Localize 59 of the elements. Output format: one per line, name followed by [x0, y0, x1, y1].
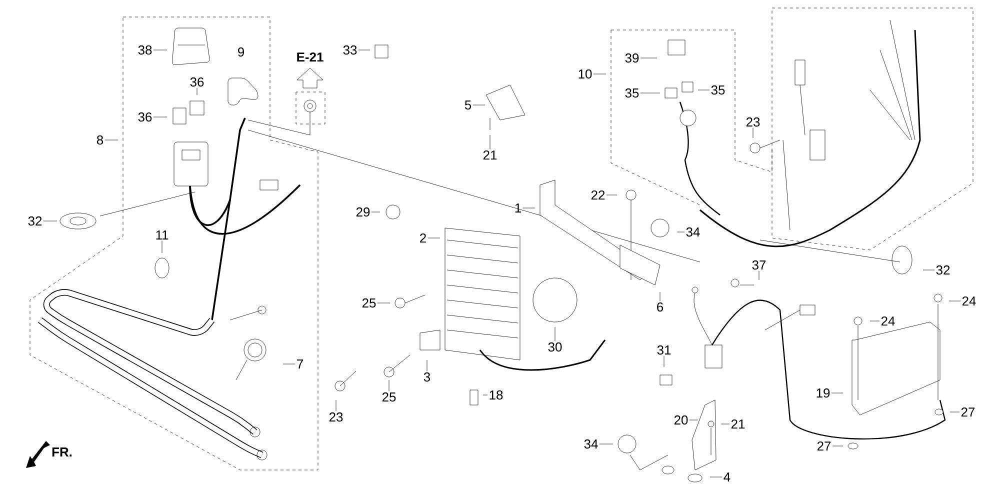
callout-number: 2 — [420, 233, 426, 243]
leader-line — [153, 116, 168, 118]
callout-number: 36 — [190, 77, 204, 87]
leader-line — [831, 392, 844, 394]
callout-number: 36 — [138, 112, 152, 122]
leader-line — [758, 270, 760, 280]
callout-number: 20 — [674, 415, 688, 425]
callout-number: 3 — [424, 372, 430, 382]
leader-line — [554, 326, 556, 342]
callout-number: 21 — [483, 150, 497, 160]
callout-number: 35 — [625, 88, 639, 98]
callout-number: 38 — [138, 45, 152, 55]
callout-number: 29 — [356, 207, 370, 217]
callout-number: 34 — [686, 227, 700, 237]
callout-number: 27 — [961, 407, 975, 417]
callout-number: 22 — [591, 190, 605, 200]
callout-number: 25 — [362, 298, 376, 308]
leader-line — [752, 128, 754, 138]
callout-number: 6 — [657, 302, 664, 312]
leader-line — [640, 92, 660, 94]
callout-number: 32 — [936, 265, 950, 275]
callout-number: 35 — [711, 85, 725, 95]
leader-line — [606, 194, 618, 196]
callout-number: 23 — [329, 412, 343, 422]
callout-number: 11 — [156, 230, 168, 240]
callout-number: 31 — [657, 345, 671, 355]
callout-number: 18 — [490, 390, 503, 400]
callout-number: 30 — [548, 342, 562, 352]
callout-number: 34 — [584, 439, 598, 449]
leader-line — [196, 88, 198, 96]
callout-number: 21 — [731, 419, 745, 429]
callout-number: 25 — [382, 392, 396, 402]
callout-number: 37 — [752, 260, 766, 270]
leader-line — [482, 394, 488, 396]
callout-number: 24 — [962, 296, 976, 306]
callout-number: 8 — [96, 135, 104, 145]
callout-number: 32 — [28, 216, 42, 226]
callout-number: 9 — [238, 47, 244, 57]
callout-number: 39 — [625, 53, 639, 63]
callout-number: 23 — [746, 117, 760, 127]
callout-number: 27 — [817, 441, 831, 451]
leader-line — [870, 320, 880, 322]
callout-number: 19 — [816, 388, 830, 398]
callout-number: 33 — [343, 45, 357, 55]
leader-line — [472, 104, 486, 106]
callout-number: 4 — [724, 472, 730, 482]
callout-number: 10 — [578, 69, 592, 79]
leader-line — [388, 380, 390, 392]
leader-line — [948, 300, 961, 302]
leader-line — [43, 220, 58, 222]
callout-number: 1 — [515, 204, 521, 212]
leader-line — [377, 302, 390, 304]
callout-number: 7 — [297, 360, 303, 368]
view-label: E-21 — [297, 52, 324, 62]
leader-line — [710, 476, 722, 478]
callout-number: 5 — [464, 100, 472, 110]
leader-line — [426, 360, 428, 372]
view-label: FR. — [52, 448, 72, 456]
callout-number: 24 — [881, 316, 895, 326]
